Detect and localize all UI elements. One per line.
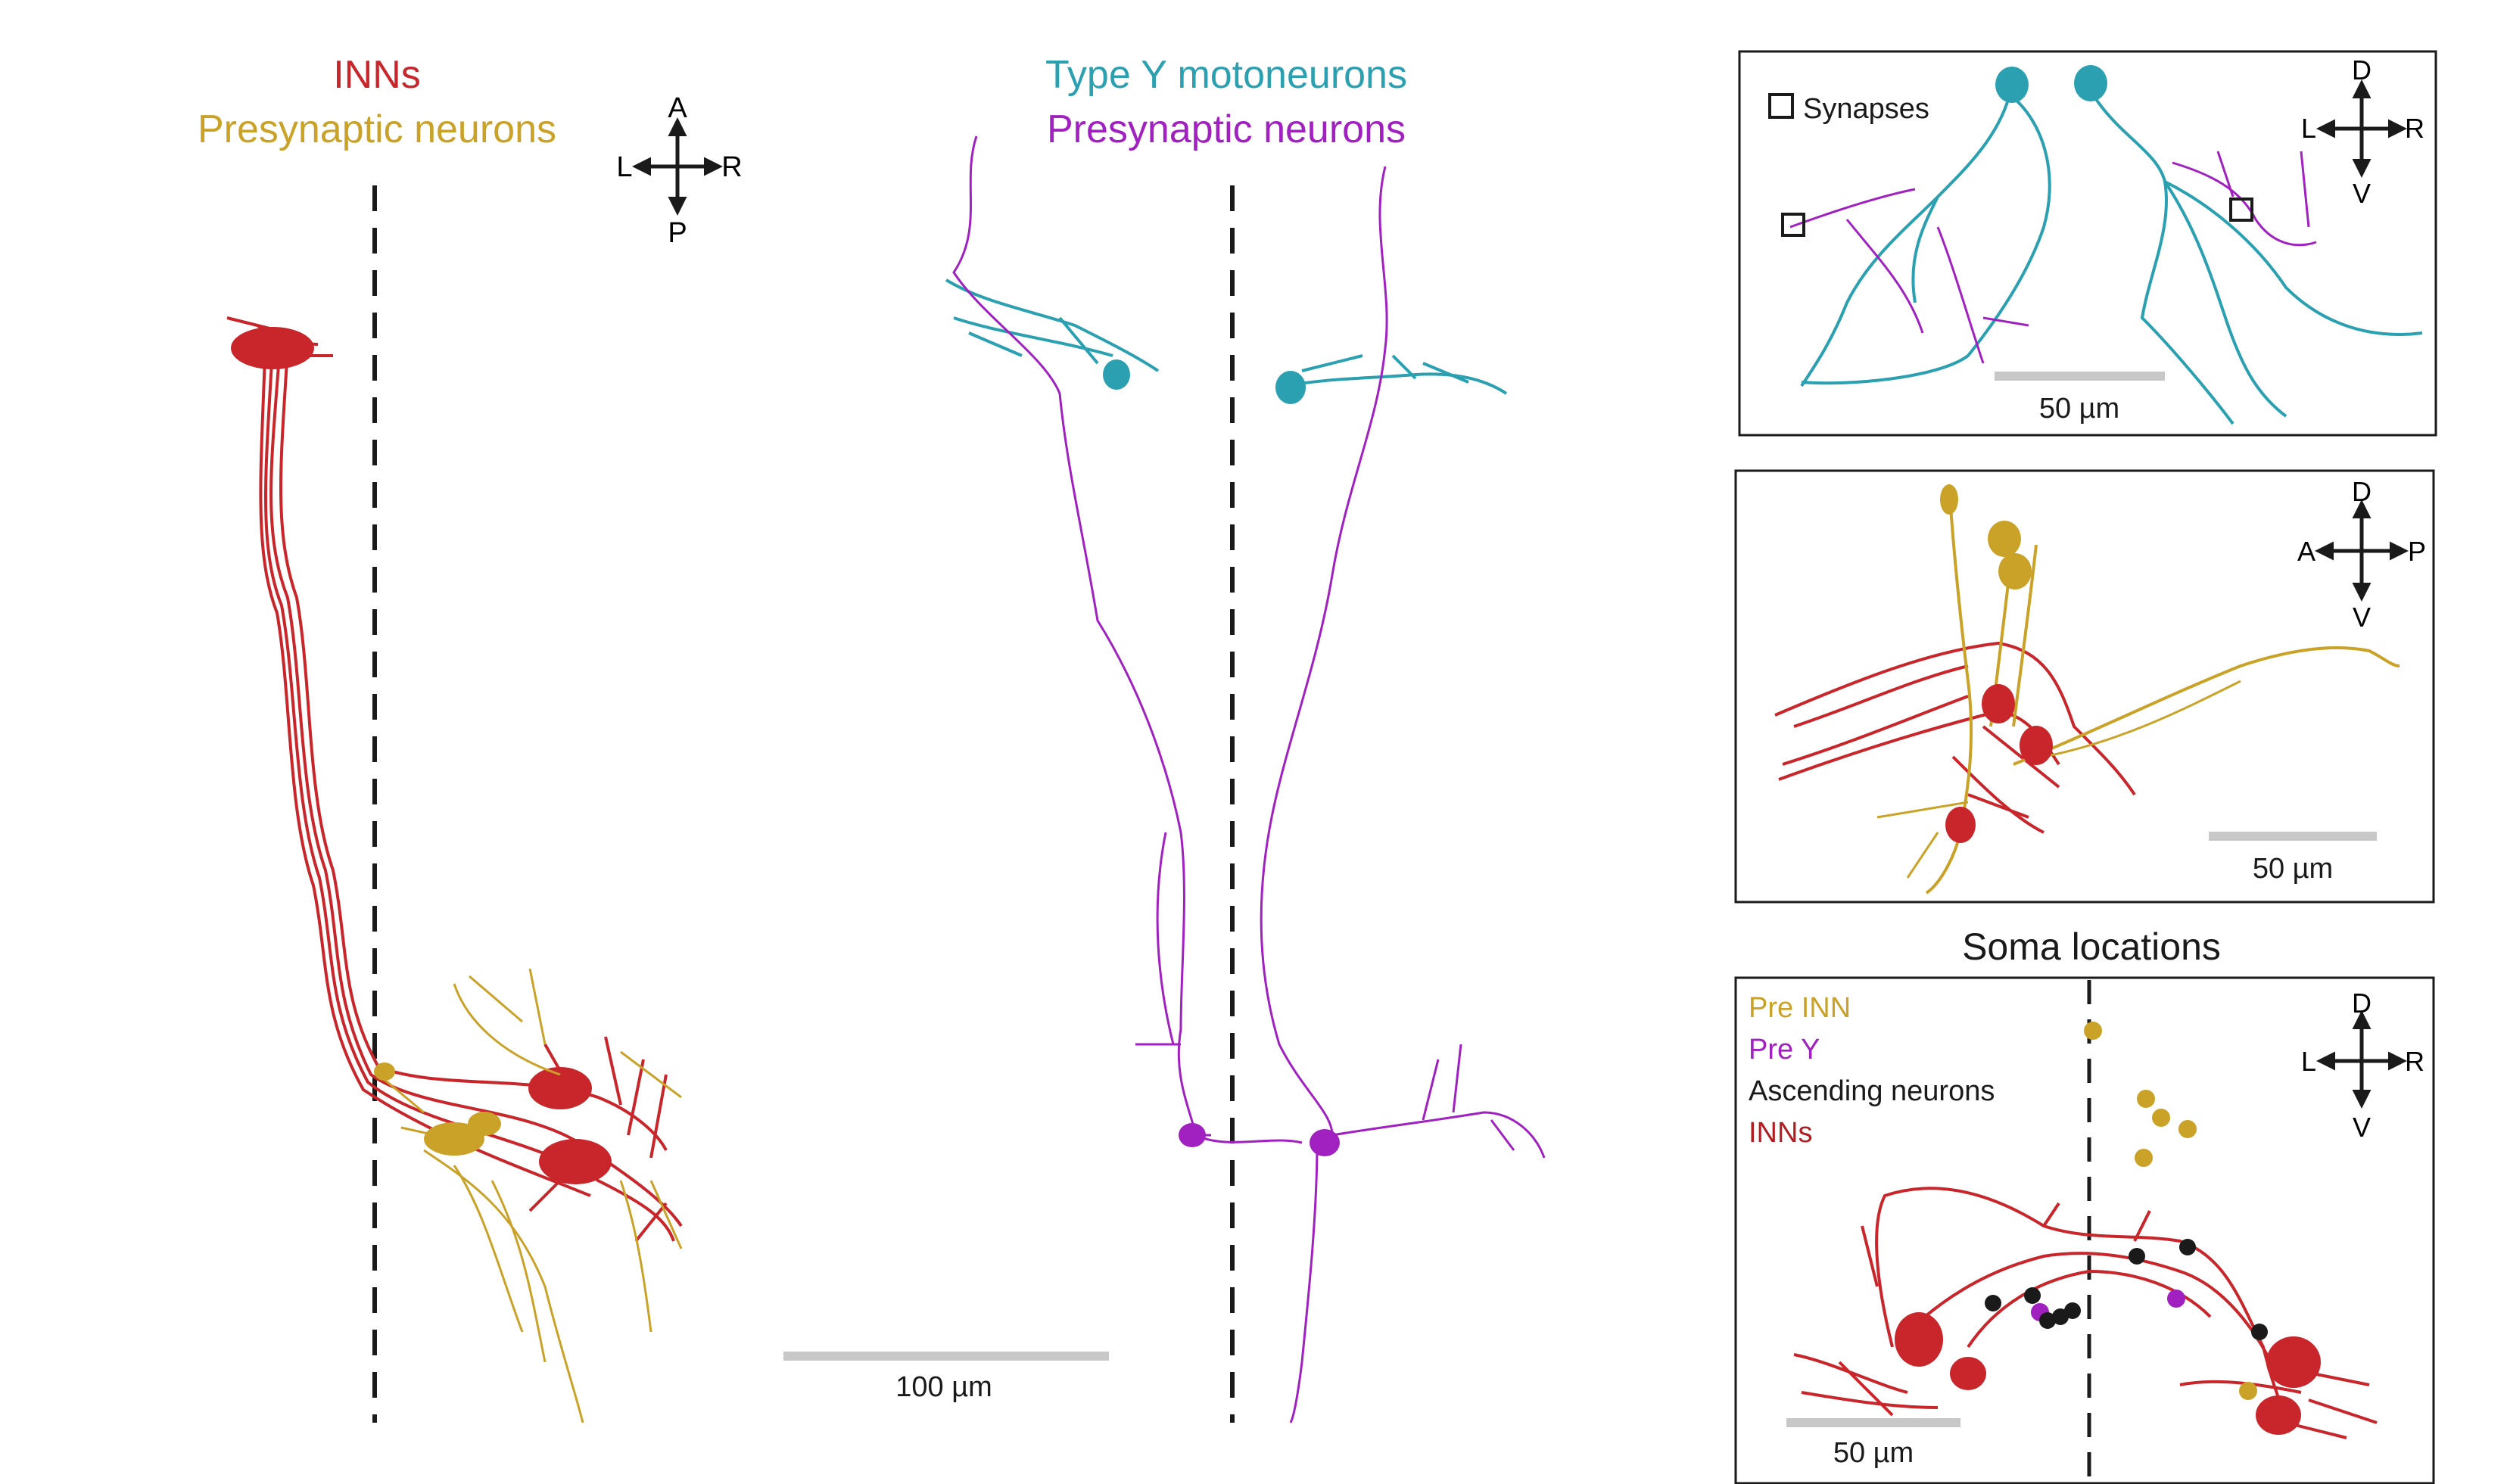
legend-inns: INNs xyxy=(1749,1117,1812,1149)
middle-panel: Type Y motoneurons Presynaptic neurons 1… xyxy=(783,53,1546,1423)
synapse-legend-box xyxy=(1768,93,1794,119)
middle-title-type-y: Type Y motoneurons xyxy=(1045,53,1407,97)
compass-right-label: P xyxy=(2408,536,2426,567)
pre-inn-dot xyxy=(2135,1149,2153,1167)
mid-right-compass: D V A P xyxy=(2297,476,2426,633)
compass-up-label: A xyxy=(668,92,687,124)
bottom-right-somata xyxy=(1985,1022,2268,1400)
ascending-neuron-dot xyxy=(2251,1324,2268,1340)
ascending-neuron-dot xyxy=(2179,1239,2196,1255)
panel-bottom-right-frame xyxy=(1734,976,2435,1484)
bottom-right-compass: D V L R xyxy=(2301,988,2424,1143)
left-title-presynaptic: Presynaptic neurons xyxy=(198,107,556,151)
bottom-right-inn-soma-1 xyxy=(1895,1312,1943,1367)
left-panel: INNs Presynaptic neurons A P L R xyxy=(198,53,743,1423)
top-right-neurons xyxy=(1789,93,2423,425)
top-right-soma-left xyxy=(1995,67,2029,103)
pre-inn-dot xyxy=(2239,1382,2257,1400)
bottom-right-inn-soma-3 xyxy=(2266,1336,2321,1388)
compass-down-label: V xyxy=(2353,1112,2371,1143)
type-y-soma-left xyxy=(1103,359,1130,390)
synapse-marker-left xyxy=(1781,213,1805,237)
pre-inn-dot xyxy=(2084,1022,2102,1040)
pre-inn-dot xyxy=(2178,1120,2197,1138)
ascending-neuron-dot xyxy=(2064,1302,2081,1319)
legend-pre-inn: Pre INN xyxy=(1749,992,1851,1024)
compass-up-label: D xyxy=(2352,988,2372,1019)
panel-top-right-frame xyxy=(1738,50,2437,437)
compass-right-label: R xyxy=(2405,1046,2424,1077)
pre-inn-soma-1 xyxy=(424,1122,484,1156)
pre-y-dot xyxy=(2167,1290,2185,1308)
mid-right-inn-soma-1 xyxy=(1982,684,2015,723)
middle-title-presynaptic: Presynaptic neurons xyxy=(1047,107,1406,151)
inn-soma-2 xyxy=(539,1139,612,1184)
compass-left-label: L xyxy=(616,151,632,183)
left-title-inns: INNs xyxy=(333,53,421,97)
inn-soma-1 xyxy=(528,1067,592,1109)
compass-right-label: R xyxy=(2405,113,2424,144)
mid-right-pre-soma-2 xyxy=(1998,553,2032,590)
ascending-neuron-dot xyxy=(2039,1312,2056,1329)
compass-up-label: D xyxy=(2352,54,2372,86)
ascending-neuron-dot xyxy=(2024,1287,2041,1304)
mid-right-pre-soma-1 xyxy=(1988,521,2021,557)
bottom-right-inn-soma-4 xyxy=(2256,1395,2301,1435)
ascending-neuron-dot xyxy=(1985,1295,2001,1311)
pre-y-soma-right xyxy=(1310,1129,1340,1156)
mid-right-pre-soma-3 xyxy=(1940,484,1958,515)
pre-inn-neurons xyxy=(378,968,683,1423)
bottom-right-scalebar-label: 50 µm xyxy=(1833,1437,1914,1469)
compass-down-label: V xyxy=(2353,602,2371,633)
synapse-legend: Synapses xyxy=(1768,93,1929,125)
left-compass: A P L R xyxy=(616,92,742,249)
panel-top-right: Synapses D V L R 50 µm xyxy=(1738,50,2437,437)
compass-up-label: D xyxy=(2352,476,2372,507)
pre-y-soma-left xyxy=(1179,1123,1206,1147)
mid-right-inn-soma-3 xyxy=(1945,807,1976,843)
synapse-marker-right xyxy=(2229,198,2253,222)
inn-neurons xyxy=(226,316,683,1243)
compass-left-label: A xyxy=(2297,536,2315,567)
inn-dendrite-tuft xyxy=(231,327,314,369)
panel-mid-right: D V A P 50 µm xyxy=(1734,469,2435,904)
bottom-right-inn-soma-2 xyxy=(1950,1357,1986,1390)
mid-right-inn-soma-2 xyxy=(2020,726,2053,765)
mid-right-neurons xyxy=(1774,484,2400,894)
legend-pre-y: Pre Y xyxy=(1749,1034,1820,1066)
ascending-neuron-dot xyxy=(2129,1248,2145,1265)
synapse-legend-label: Synapses xyxy=(1803,93,1929,125)
top-right-compass: D V L R xyxy=(2301,54,2424,209)
pre-y-neurons xyxy=(952,135,1546,1423)
compass-left-label: L xyxy=(2301,1046,2316,1077)
panel-bottom-right: Soma locations Pre INN Pre Y Ascending n… xyxy=(1734,926,2435,1484)
bottom-right-inn-neurons xyxy=(1793,1187,2378,1439)
type-y-motoneurons xyxy=(945,278,1508,395)
soma-locations-heading: Soma locations xyxy=(1962,926,2221,968)
compass-down-label: P xyxy=(668,217,687,249)
middle-scalebar-label: 100 µm xyxy=(895,1371,992,1403)
compass-down-label: V xyxy=(2353,178,2371,209)
pre-inn-dot xyxy=(2152,1109,2170,1127)
compass-left-label: L xyxy=(2301,113,2316,144)
pre-inn-dot xyxy=(2137,1090,2155,1108)
legend-ascending-neurons: Ascending neurons xyxy=(1749,1075,1995,1107)
top-right-soma-right xyxy=(2074,65,2107,101)
compass-right-label: R xyxy=(721,151,742,183)
pre-inn-soma-2 xyxy=(468,1112,501,1136)
soma-legend: Pre INN Pre Y Ascending neurons INNs xyxy=(1749,992,1995,1149)
pre-inn-soma-3 xyxy=(374,1062,395,1081)
type-y-soma-right xyxy=(1275,371,1306,404)
mid-right-scalebar-label: 50 µm xyxy=(2253,853,2333,885)
panel-mid-right-frame xyxy=(1734,469,2435,904)
top-right-scalebar-label: 50 µm xyxy=(2039,393,2119,425)
